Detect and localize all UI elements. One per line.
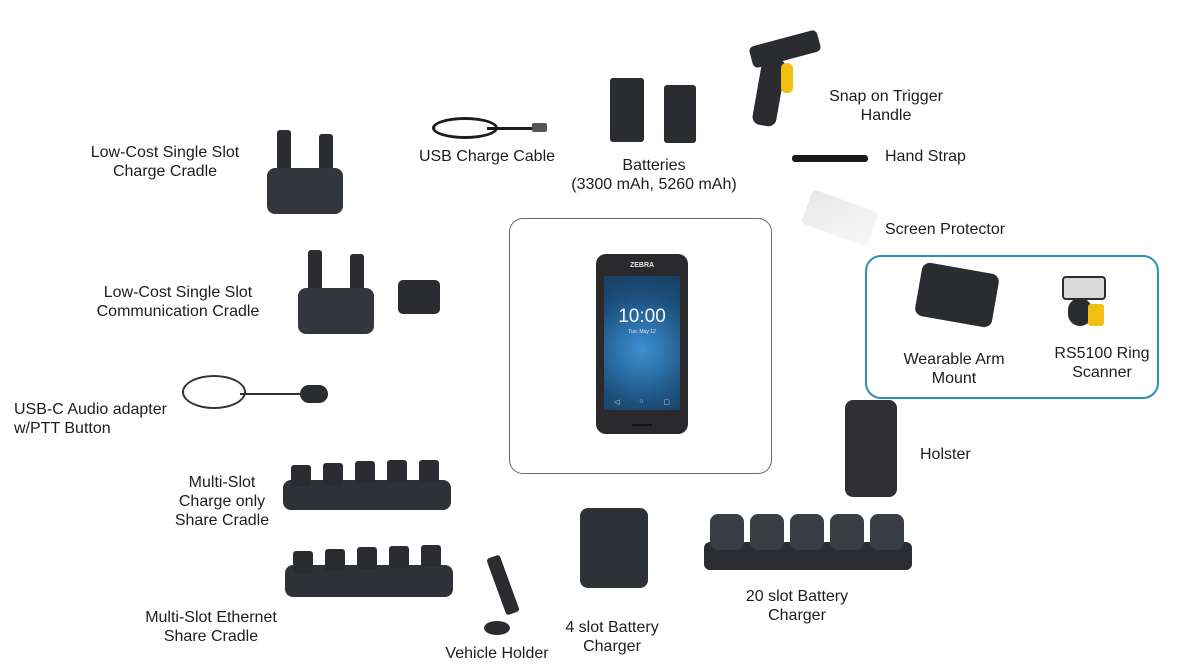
audio-adapter-image xyxy=(182,375,332,415)
ethernet-module-image xyxy=(398,280,440,314)
lockscreen-time: 10:00 xyxy=(618,306,666,327)
vehicle-holder-image xyxy=(482,554,538,640)
battery-5260-image xyxy=(664,85,696,143)
multi-slot-charge-cradle-image xyxy=(283,460,451,510)
speaker-grille xyxy=(632,424,652,426)
label-holster: Holster xyxy=(920,446,971,463)
trigger-handle-image xyxy=(745,28,825,128)
charge-cradle-image xyxy=(267,130,343,214)
hand-strap-image xyxy=(792,155,868,162)
20-slot-charger-image xyxy=(704,512,912,570)
lockscreen-date: Tue, May 12 xyxy=(628,329,656,335)
communication-cradle-image xyxy=(298,250,374,334)
holster-image xyxy=(845,400,897,497)
screen-protector-image xyxy=(800,189,880,247)
device-screen: 10:00 Tue, May 12 ◁ ○ ▢ xyxy=(604,276,680,410)
ring-scanner-image xyxy=(1060,276,1110,332)
wearables-group xyxy=(865,255,1159,399)
label-vehicle-holder: Vehicle Holder xyxy=(445,645,549,662)
battery-3300-image xyxy=(610,78,644,142)
mobile-computer-image: ZEBRA 10:00 Tue, May 12 ◁ ○ ▢ xyxy=(596,254,688,434)
android-nav-bar: ◁ ○ ▢ xyxy=(604,398,680,406)
recents-icon: ▢ xyxy=(663,399,671,406)
home-icon: ○ xyxy=(639,398,644,405)
brand-logo: ZEBRA xyxy=(629,262,655,269)
label-screen-protector: Screen Protector xyxy=(885,221,1006,238)
label-usb-charge-cable: USB Charge Cable xyxy=(418,148,556,165)
usb-cable-image xyxy=(432,115,547,140)
multi-slot-ethernet-cradle-image xyxy=(285,545,453,597)
4-slot-charger-image xyxy=(580,508,648,588)
label-hand-strap: Hand Strap xyxy=(885,148,966,165)
label-batteries: Batteries(3300 mAh, 5260 mAh) xyxy=(571,157,737,193)
back-icon: ◁ xyxy=(613,399,620,406)
